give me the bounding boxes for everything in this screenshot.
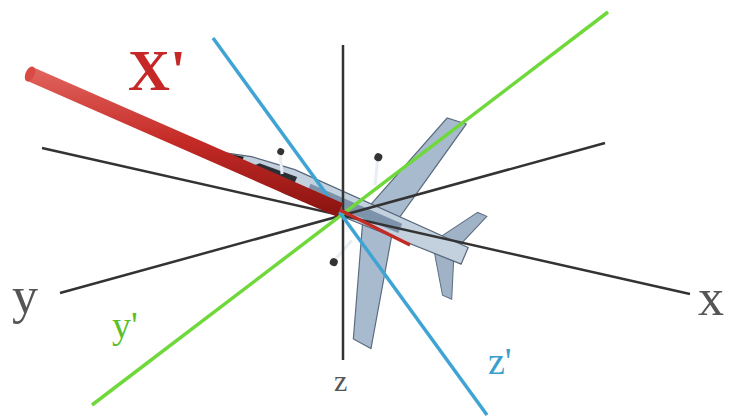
y-axis [60, 143, 605, 293]
z-prime-label: z' [488, 342, 512, 380]
y-prime-axis [92, 12, 608, 405]
y-prime-label: y' [112, 306, 138, 344]
z-axis [342, 45, 345, 360]
x-label: x [698, 272, 724, 324]
airplane [173, 40, 517, 370]
z-prime-axis [213, 38, 487, 415]
z-label: z [334, 366, 347, 396]
x-prime-axis-tail [340, 210, 410, 245]
x-prime-label: X' [128, 42, 186, 100]
y-label: y [12, 270, 38, 322]
